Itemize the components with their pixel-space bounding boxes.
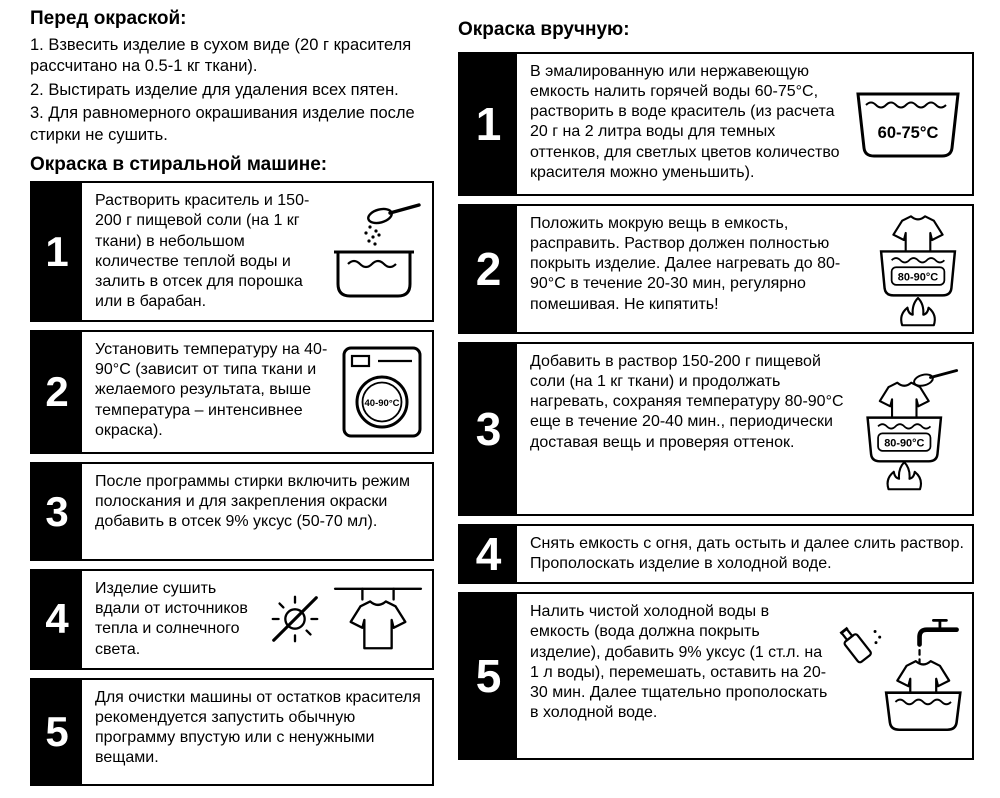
step-text: Снять емкость с огня, дать остыть и дале… (530, 535, 964, 573)
machine-step-2: 2 Установить температуру на 40-90°C (зав… (30, 330, 434, 455)
step-text: Налить чистой холодной воды в емкость (в… (530, 603, 828, 722)
step-text: Растворить краситель и 150-200 г пищевой… (95, 192, 310, 310)
vinegar-faucet-rinse-icon (836, 594, 972, 758)
step-number-badge: 1 (32, 183, 82, 321)
left-column: Перед окраской: 1. Взвесить изделие в су… (30, 6, 434, 794)
clothesline-shirt-icon (333, 588, 423, 650)
faucet-icon (917, 619, 959, 665)
step-number-badge: 4 (460, 526, 517, 583)
machine-dyeing-title: Окраска в стиральной машине: (30, 154, 328, 176)
basin-hot-water-icon: 60-75°C (850, 54, 972, 194)
temperature-label: 80-90°C (898, 271, 938, 283)
step-text: Положить мокрую вещь в емкость, расправи… (530, 215, 841, 313)
before-item-3: 3. Для равномерного окрашивания изделие … (30, 104, 415, 144)
machine-step-4: 4 Изделие сушить вдали от источников теп… (30, 569, 434, 670)
before-item-1: 1. Взвесить изделие в сухом виде (20 г к… (30, 36, 412, 76)
hand-dyeing-title: Окраска вручную: (458, 19, 630, 40)
step-text: Добавить в раствор 150-200 г пищевой сол… (530, 353, 844, 451)
dry-away-from-heat-icons (264, 571, 432, 668)
temperature-label: 60-75°C (878, 124, 939, 142)
spoon-and-pot-icon (322, 183, 432, 320)
step-number-badge: 2 (460, 206, 517, 332)
machine-step-3: 3 После программы стирки включить режим … (30, 462, 434, 562)
step-number-badge: 4 (32, 571, 82, 668)
vinegar-bottle-icon (839, 627, 872, 664)
step-text: Для очистки машины от остатков красителя… (95, 688, 421, 767)
temperature-label: 80-90°C (884, 437, 924, 449)
hand-step-3: 3 Добавить в раствор 150-200 г пищевой с… (458, 342, 974, 516)
step-text: После программы стирки включить режим по… (95, 473, 410, 531)
step-number-badge: 5 (32, 679, 82, 784)
hand-step-2: 2 Положить мокрую вещь в емкость, распра… (458, 204, 974, 334)
flame-icon (900, 296, 936, 327)
temperature-label: 40-90°C (365, 398, 400, 409)
washing-machine-icon: 40-90°C (338, 332, 432, 452)
hand-step-4: 4 Снять емкость с огня, дать остыть и да… (458, 524, 974, 585)
step-number-badge: 5 (460, 594, 517, 759)
step-number-badge: 1 (460, 54, 517, 194)
step-text: Изделие сушить вдали от источников тепла… (95, 580, 248, 658)
hand-step-1: 1 В эмалированную или нержавеющую емкост… (458, 52, 974, 196)
step-text: Установить температуру на 40-90°C (завис… (95, 341, 328, 439)
hand-step-5: 5 Налить чистой холодной воды в емкость … (458, 592, 974, 761)
no-sun-icon (271, 596, 319, 643)
pot-shirt-flame-icon: 80-90°C (870, 206, 972, 332)
step-number-badge: 3 (460, 344, 517, 514)
before-item-2: 2. Выстирать изделие для удаления всех п… (30, 80, 399, 99)
step-text: В эмалированную или нержавеющую емкость … (530, 63, 840, 181)
step-number-badge: 3 (32, 464, 82, 560)
machine-step-5: 5 Для очистки машины от остатков красите… (30, 677, 434, 786)
flame-icon (886, 461, 923, 491)
step-number-badge: 2 (32, 332, 82, 453)
machine-step-1: 1 Растворить краситель и 150-200 г пищев… (30, 181, 434, 323)
before-dyeing-title: Перед окраской: (30, 8, 187, 29)
spoon-pot-shirt-flame-icon: 80-90°C (860, 344, 972, 514)
right-column: Окраска вручную: 1 В эмалированную или н… (458, 6, 974, 794)
